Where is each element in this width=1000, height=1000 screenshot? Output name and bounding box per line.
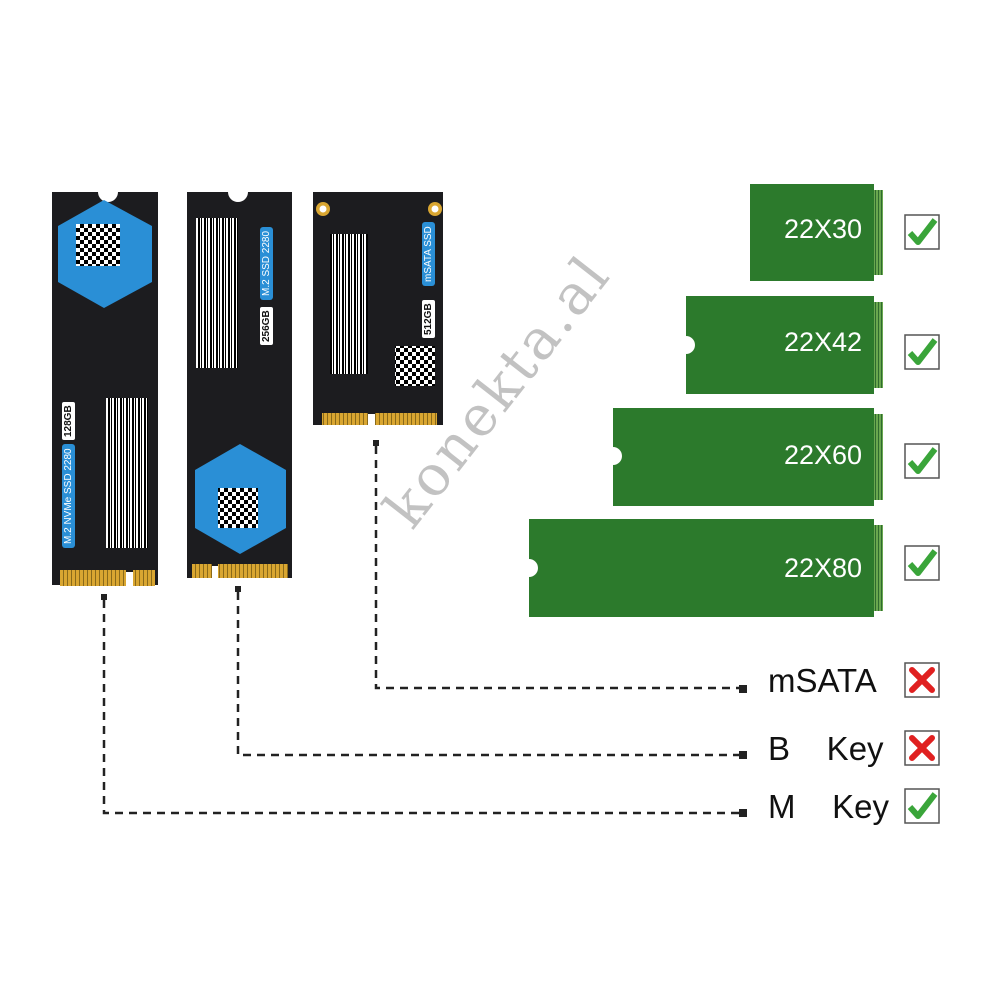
board-22x42 [686,296,883,394]
cross-icon [904,662,940,698]
size-label-22x30: 22X30 [784,214,863,244]
ssd1-capacity-label: 128GB [62,402,75,440]
ssd-sata-2280 [187,192,292,578]
connector-m-key [102,600,742,815]
interface-label-m-key: M Key [768,788,890,825]
ssd3-model-label: mSATA SSD [422,222,435,286]
ssd-msata [313,192,443,425]
size-label-22x80: 22X80 [784,553,863,583]
ssd2-model-label: M.2 SSD 2280 [260,226,273,300]
board-22x80 [529,519,883,617]
ssd3-capacity-label: 512GB [422,300,435,338]
size-label-22x42: 22X42 [784,327,863,357]
interface-label-b-key: B Key [768,730,884,767]
check-icon [904,788,940,824]
check-icon [904,545,940,581]
check-icon [904,214,940,250]
board-22x30 [750,184,883,281]
ssd2-capacity-label: 256GB [260,307,273,345]
ssd1-model-label: M.2 NVMe SSD 2280 [62,444,75,548]
cross-icon [904,730,940,766]
connector-msata [374,446,742,690]
check-icon [904,443,940,479]
size-label-22x60: 22X60 [784,440,863,470]
check-icon [904,334,940,370]
board-22x60 [613,408,883,506]
ssd-nvme-2280 [52,192,158,586]
interface-label-msata: mSATA [768,662,877,699]
